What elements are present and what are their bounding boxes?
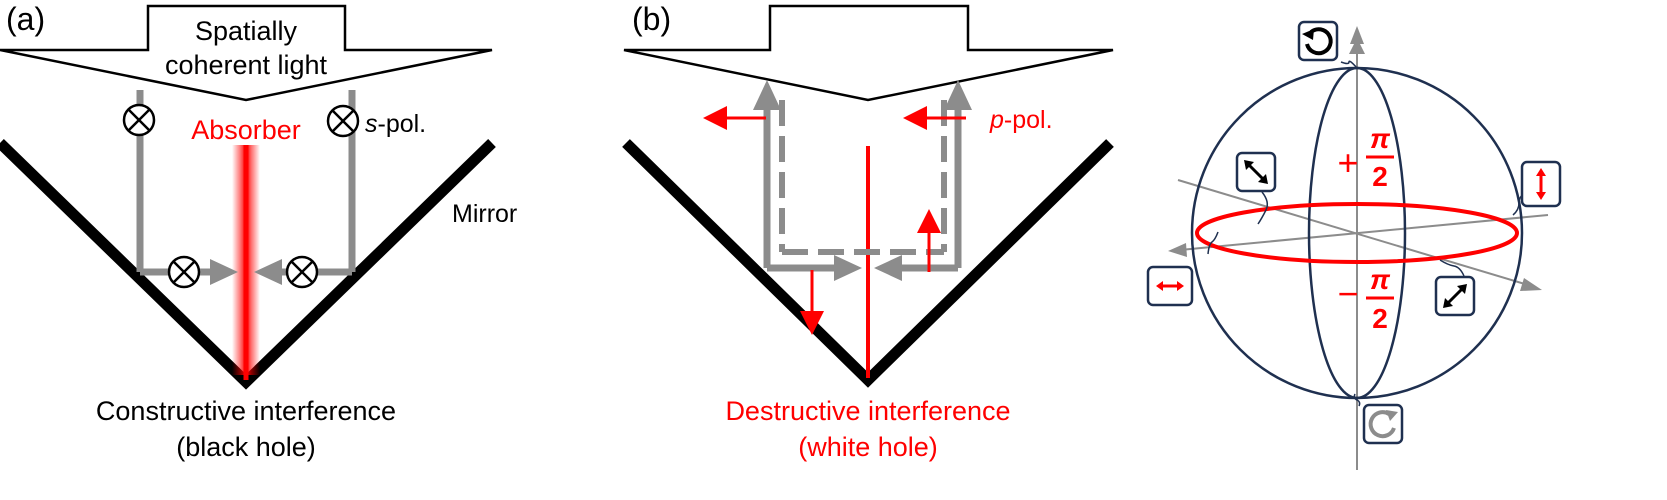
panel-a-tag: (a) xyxy=(6,1,45,37)
beam-b-right-arrowhead xyxy=(874,255,902,281)
diagonal-minus45-icon xyxy=(1235,151,1277,193)
svg-text:π: π xyxy=(1370,264,1391,295)
caption-b-line1: Destructive interference xyxy=(725,396,1010,426)
light-label-line1: Spatially xyxy=(195,16,298,46)
counterclockwise-circular-icon xyxy=(1297,20,1339,62)
panel-a: (a) Spatially coherent light Absorber xyxy=(0,1,517,462)
s1-axis xyxy=(1179,214,1549,251)
beam-left-arrowhead xyxy=(210,259,238,285)
beam-right-arrowhead xyxy=(254,259,282,285)
poincare-sphere: + π 2 − π 2 xyxy=(1146,20,1562,470)
s-pol-label: s-pol. xyxy=(365,110,426,138)
upper-pi-half-label: + π 2 xyxy=(1337,123,1394,192)
light-label-line2: coherent light xyxy=(165,50,328,80)
sphere-equator xyxy=(1195,202,1519,264)
beam-b-left-up-arrowhead xyxy=(753,80,781,110)
svg-text:2: 2 xyxy=(1372,303,1388,334)
caption-a-line1: Constructive interference xyxy=(96,396,396,426)
panel-b: (b) p-pol. Destructive interference (whi… xyxy=(622,1,1114,462)
incident-light-arrow xyxy=(0,4,493,102)
svg-text:π: π xyxy=(1370,123,1391,154)
s-pol-symbol-lower-left xyxy=(167,255,201,289)
s-pol-symbol-lower-right xyxy=(285,255,319,289)
beam-b-dashed-path xyxy=(779,100,947,255)
s3-axis-arrowhead xyxy=(1350,26,1364,44)
caption-a-line2: (black hole) xyxy=(176,432,316,462)
caption-b-line2: (white hole) xyxy=(798,432,938,462)
beam-b-left-arrowhead xyxy=(834,255,862,281)
p-pol-label: p-pol. xyxy=(989,106,1053,134)
v-mirror xyxy=(0,139,496,390)
horizontal-linear-icon xyxy=(1146,265,1194,307)
panel-b-tag: (b) xyxy=(632,1,671,37)
svg-text:−: − xyxy=(1337,273,1358,314)
lower-pi-half-label: − π 2 xyxy=(1337,264,1394,334)
clockwise-circular-icon xyxy=(1362,403,1404,445)
svg-text:+: + xyxy=(1337,142,1358,183)
vertical-linear-icon xyxy=(1520,160,1562,208)
incident-light-arrow-b xyxy=(623,4,1114,102)
v-mirror-b xyxy=(622,139,1114,388)
s-pol-symbol-upper-left xyxy=(122,103,156,137)
beam-b-right-up-arrowhead xyxy=(944,80,972,110)
s2-axis xyxy=(1177,179,1529,286)
callout-connectors xyxy=(1207,60,1528,407)
s1-axis-arrowhead xyxy=(1168,243,1187,257)
svg-text:2: 2 xyxy=(1372,161,1388,192)
mirror-label: Mirror xyxy=(452,200,517,228)
absorber-label: Absorber xyxy=(191,115,301,145)
s-pol-symbol-upper-right xyxy=(326,104,360,138)
diagonal-plus45-icon xyxy=(1434,275,1476,317)
s2-axis-arrowhead xyxy=(1520,278,1542,291)
